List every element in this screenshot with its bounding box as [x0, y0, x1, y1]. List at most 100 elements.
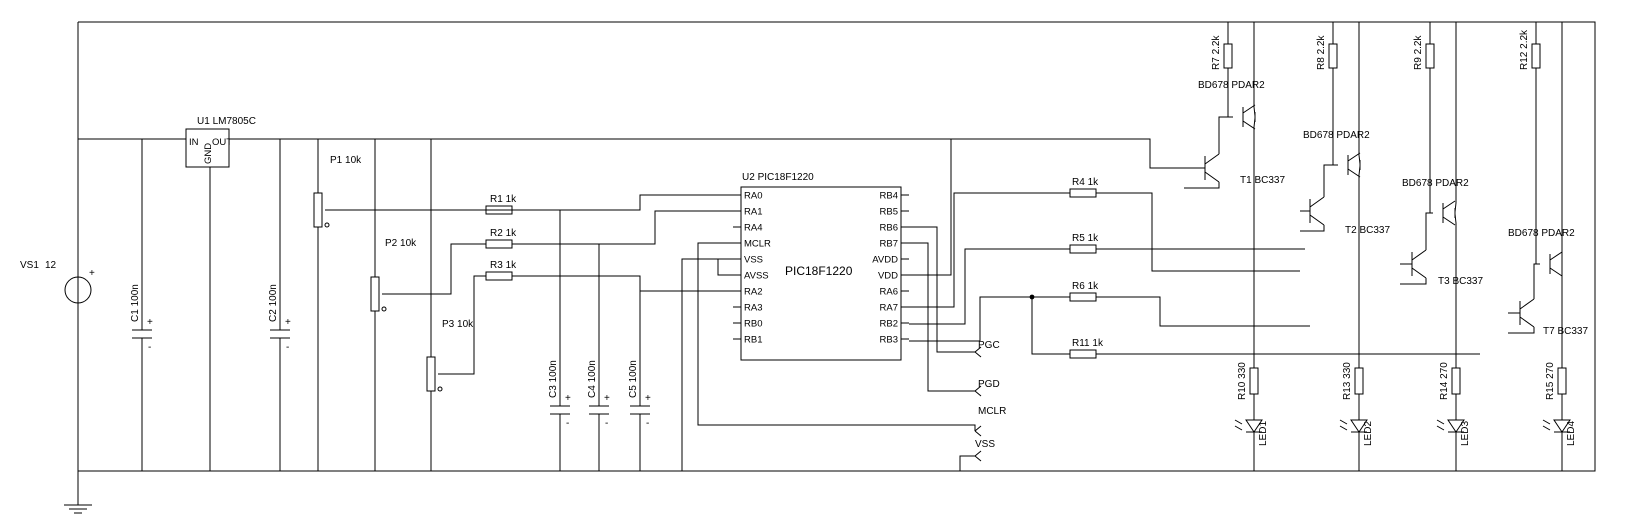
- svg-text:IN: IN: [189, 137, 199, 148]
- svg-text:GND: GND: [203, 143, 214, 164]
- regulator-u1: IN OUT GND U1 LM7805C: [185, 116, 256, 471]
- mcu-pin-ra7: RA7: [880, 303, 898, 314]
- mcu-pin-ra0: RA0: [744, 191, 762, 202]
- mcu-pin-rb6: RB6: [880, 223, 898, 234]
- led-label-1: LED1: [1258, 421, 1269, 446]
- driver-label-3: T3 BC337: [1438, 276, 1483, 287]
- r11-branch: [1031, 297, 1070, 355]
- svg-text:R1 1k: R1 1k: [490, 194, 517, 205]
- mcu-pin-vdd: VDD: [878, 271, 898, 282]
- filter-capacitors: +- C3 100n +- C4 100n +- C5 100n: [548, 210, 651, 471]
- c1-label: C1 100n: [130, 284, 141, 322]
- svg-text:+: +: [285, 317, 291, 328]
- vs1-name: VS1: [20, 260, 39, 271]
- potentiometer-p2: P2 10k: [370, 139, 486, 471]
- p1-label: P1 10k: [330, 155, 362, 166]
- base-resistors: R4 1k R5 1k R6 1k R11 1k: [1069, 177, 1480, 359]
- capacitor-c2: + - C2 100n: [268, 139, 291, 471]
- c2-label: C2 100n: [268, 284, 279, 322]
- mcu-pin-ra2: RA2: [744, 287, 762, 298]
- svg-text:R2 1k: R2 1k: [490, 228, 517, 239]
- svg-text:+: +: [147, 317, 153, 328]
- rb2-net: [909, 248, 1070, 325]
- potentiometer-p1: P1 10k: [313, 139, 733, 471]
- mcu-pin-avdd: AVDD: [872, 255, 898, 266]
- r-led-label-4: R15 270: [1545, 362, 1556, 400]
- ground-icon: [64, 504, 92, 514]
- mcu-avss-wire: [717, 259, 733, 276]
- vdd-net: [909, 139, 952, 276]
- mcu-pin-rb7: RB7: [880, 239, 898, 250]
- svg-text:MCLR: MCLR: [978, 406, 1006, 417]
- vcc-rail: [229, 138, 1184, 169]
- svg-text:R4 1k: R4 1k: [1072, 177, 1099, 188]
- svg-text:-: -: [566, 418, 569, 429]
- mcu-mclr-wire: [697, 242, 976, 431]
- svg-text:C3 100n: C3 100n: [548, 360, 559, 398]
- led-symbol-1: [1245, 419, 1263, 471]
- led-label-2: LED2: [1363, 421, 1374, 446]
- driver-label-2: T2 BC337: [1345, 225, 1390, 236]
- pgd-net: [909, 242, 975, 392]
- darlington-label-4: BD678 PDAR2: [1508, 228, 1575, 239]
- svg-text:C4 100n: C4 100n: [587, 360, 598, 398]
- svg-text:+: +: [565, 393, 571, 404]
- mcu-pin-rb1: RB1: [744, 335, 762, 346]
- mcu-pin-ra1: RA1: [744, 207, 762, 218]
- mcu-pin-vss: VSS: [744, 255, 763, 266]
- ra7-net: [909, 192, 1070, 308]
- vs1-source: + VS1 12: [20, 260, 95, 304]
- mcu-pin-rb4: RB4: [880, 191, 898, 202]
- r-top-label-1: R7 2.2k: [1211, 35, 1222, 70]
- vs1-value: 12: [45, 260, 57, 271]
- svg-text:R5 1k: R5 1k: [1072, 233, 1099, 244]
- darlington-label-1: BD678 PDAR2: [1198, 80, 1265, 91]
- led-symbol-2: [1350, 419, 1368, 471]
- mcu-pin-ra4: RA4: [744, 223, 762, 234]
- led-symbol-3: [1447, 419, 1465, 471]
- u1-label: U1 LM7805C: [197, 116, 256, 127]
- driver-label-1: T1 BC337: [1240, 175, 1285, 186]
- mcu-pin-ra6: RA6: [880, 287, 898, 298]
- svg-text:PGC: PGC: [978, 340, 1000, 351]
- svg-text:-: -: [605, 418, 608, 429]
- mcu-center-label: PIC18F1220: [785, 264, 853, 278]
- r-led-label-2: R13 330: [1342, 362, 1353, 400]
- mcu-pin-rb0: RB0: [744, 319, 762, 330]
- capacitor-c1: + - C1 100n: [130, 139, 153, 471]
- svg-text:R6 1k: R6 1k: [1072, 281, 1099, 292]
- svg-text:+: +: [645, 393, 651, 404]
- input-resistors: R1 1k R2 1k R3 1k: [485, 194, 733, 292]
- mcu-pin-rb5: RB5: [880, 207, 898, 218]
- svg-text:-: -: [148, 342, 151, 353]
- potentiometer-p3: P3 10k: [426, 139, 486, 471]
- darlington-label-2: BD678 PDAR2: [1303, 130, 1370, 141]
- led-label-4: LED4: [1566, 421, 1577, 446]
- vss-net: [959, 455, 975, 471]
- r-top-label-4: R12 2.2k: [1519, 29, 1530, 70]
- mcu-pin-mclr: MCLR: [744, 239, 771, 250]
- connectors: PGC PGD MCLR VSS: [974, 340, 1006, 462]
- plus-mark: +: [89, 268, 95, 279]
- mcu-vss-wire: [681, 258, 733, 471]
- driver-label-4: T7 BC337: [1543, 326, 1588, 337]
- svg-text:C5 100n: C5 100n: [628, 360, 639, 398]
- r-led-label-1: R10 330: [1237, 362, 1248, 400]
- u2-label: U2 PIC18F1220: [742, 172, 814, 183]
- mcu-pin-ra3: RA3: [744, 303, 762, 314]
- svg-text:OUT: OUT: [212, 137, 232, 148]
- r-top-label-3: R9 2.2k: [1413, 35, 1424, 70]
- svg-text:-: -: [286, 342, 289, 353]
- led-symbol-4: [1553, 419, 1571, 471]
- mcu-pin-rb2: RB2: [880, 319, 898, 330]
- svg-text:R11 1k: R11 1k: [1072, 338, 1104, 349]
- mcu-pin-avss: AVSS: [744, 271, 769, 282]
